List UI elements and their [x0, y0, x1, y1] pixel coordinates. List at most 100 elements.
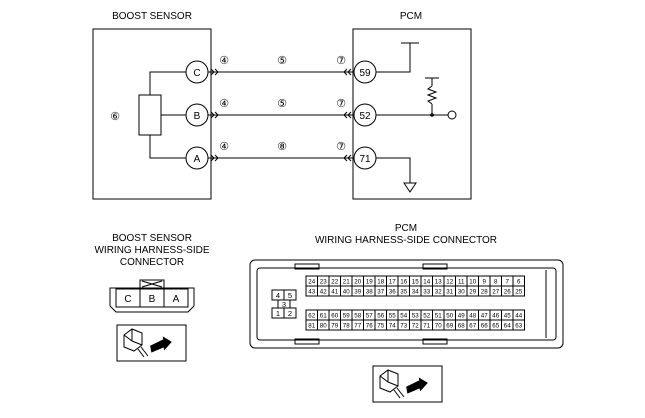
pcm-59-line	[376, 43, 411, 73]
pcm-pin-69: 69	[446, 323, 453, 330]
harness-wire-a	[208, 154, 354, 162]
pcm-pin-27: 27	[492, 289, 499, 296]
pcm-pin-70: 70	[435, 323, 442, 330]
pcm-pin-1: 1	[276, 309, 280, 318]
pcm-pin-42: 42	[320, 289, 327, 296]
connector-view-icon	[116, 324, 187, 362]
pcm-pin-28: 28	[481, 289, 488, 296]
boost-sensor-title: BOOST SENSOR	[112, 11, 192, 22]
pcm-pin-77: 77	[354, 323, 361, 330]
pcm-pin-34: 34	[412, 289, 419, 296]
pcm-pin-25: 25	[515, 289, 522, 296]
signal-output	[447, 110, 457, 120]
sensor-terminal-a-label: A	[194, 154, 201, 165]
pcm-pin-76: 76	[366, 323, 373, 330]
pcm-pin-49: 49	[458, 313, 465, 320]
pcm-pin-26: 26	[504, 289, 511, 296]
pcm-pin-9: 9	[483, 279, 487, 286]
pcm-pin-5: 5	[288, 291, 292, 300]
pcm-pin-cell-63	[512, 319, 525, 331]
pcm-pin-13: 13	[435, 279, 442, 286]
wire3-ref-left: ④	[219, 141, 229, 153]
pcm-pin-53: 53	[412, 313, 419, 320]
pcm-terminal-52-label: 52	[359, 111, 371, 122]
pcm-pin-17: 17	[389, 279, 396, 286]
pcm-pin-11: 11	[458, 279, 465, 286]
pcm-conn-title-1: PCM	[395, 223, 417, 234]
pcm-pin-68: 68	[458, 323, 465, 330]
pcm-pin-58: 58	[354, 313, 361, 320]
pcm-title: PCM	[400, 11, 422, 22]
pcm-pin-30: 30	[458, 289, 465, 296]
pcm-pin-18: 18	[377, 279, 384, 286]
wire2-ref-left: ④	[219, 98, 229, 110]
pcm-pin-72: 72	[412, 323, 419, 330]
pcm-pin-38: 38	[366, 289, 373, 296]
pcm-pin-52: 52	[423, 313, 430, 320]
pcm-pin-33: 33	[423, 289, 430, 296]
sensor-conn-cell-a	[163, 288, 189, 308]
pcm-pin-2: 2	[288, 309, 292, 318]
ground-symbol	[403, 182, 417, 193]
wire1-ref-mid: ⑤	[277, 55, 287, 67]
pcm-pin-45: 45	[504, 313, 511, 320]
boost-sensor-ref-6: ⑥	[110, 111, 120, 123]
pcm-pin-7: 7	[506, 279, 510, 286]
pcm-pin-75: 75	[377, 323, 384, 330]
pcm-pin-22: 22	[331, 279, 338, 286]
pcm-pin-62: 62	[308, 313, 315, 320]
sensor-conn-title-2: WIRING HARNESS-SIDE	[94, 245, 209, 256]
pcm-pin-12: 12	[446, 279, 453, 286]
harness-wire-c	[208, 68, 354, 76]
pcm-pin-35: 35	[400, 289, 407, 296]
pcm-71-line	[376, 157, 411, 183]
pcm-conn-title-2: WIRING HARNESS-SIDE CONNECTOR	[315, 235, 497, 246]
pcm-pin-71: 71	[423, 323, 430, 330]
pcm-pin-cell-25	[512, 285, 525, 297]
harness-wire-b	[208, 111, 354, 119]
sensor-conn-cell-c-label: C	[124, 294, 131, 305]
junction-dot	[430, 113, 434, 117]
pcm-pin-4: 4	[276, 291, 280, 300]
sensor-conn-title-1: BOOST SENSOR	[112, 233, 192, 244]
pcm-pin-67: 67	[469, 323, 476, 330]
pcm-terminal-71-label: 71	[359, 154, 371, 165]
pcm-pin-14: 14	[423, 279, 430, 286]
pcm-pin-51: 51	[435, 313, 442, 320]
pcm-pin-80: 80	[320, 323, 327, 330]
pcm-pin-73: 73	[400, 323, 407, 330]
pcm-pin-56: 56	[377, 313, 384, 320]
pcm-pin-54: 54	[400, 313, 407, 320]
pcm-pin-24: 24	[308, 279, 315, 286]
pcm-pin-37: 37	[377, 289, 384, 296]
pcm-pin-55: 55	[389, 313, 396, 320]
pcm-pin-15: 15	[412, 279, 419, 286]
pcm-pin-63: 63	[515, 323, 522, 330]
pcm-pin-81: 81	[308, 323, 315, 330]
pcm-pin-50: 50	[446, 313, 453, 320]
pcm-pin-57: 57	[366, 313, 373, 320]
sensor-conn-cell-a-label: A	[173, 294, 180, 305]
pcm-pin-36: 36	[389, 289, 396, 296]
wire2-ref-mid: ⑤	[277, 98, 287, 110]
pcm-conn-left-block	[271, 289, 297, 319]
wire2-ref-right: ⑦	[336, 98, 346, 110]
boost-sensor-box	[92, 28, 212, 200]
pcm-pin-32: 32	[435, 289, 442, 296]
pcm-pin-39: 39	[354, 289, 361, 296]
pcm-pin-79: 79	[331, 323, 338, 330]
pcm-pin-6: 6	[517, 279, 521, 286]
pcm-pin-61: 61	[320, 313, 327, 320]
pcm-pin-40: 40	[343, 289, 350, 296]
sensor-conn-cell-b-label: B	[149, 294, 156, 305]
pcm-pin-31: 31	[446, 289, 453, 296]
pcm-terminal-59-label: 59	[359, 68, 371, 79]
pcm-pin-16: 16	[400, 279, 407, 286]
pcm-pin-21: 21	[343, 279, 350, 286]
pcm-pin-46: 46	[492, 313, 499, 320]
pcm-pin-41: 41	[331, 289, 338, 296]
wire3-ref-right: ⑦	[336, 141, 346, 153]
pcm-pin-64: 64	[504, 323, 511, 330]
